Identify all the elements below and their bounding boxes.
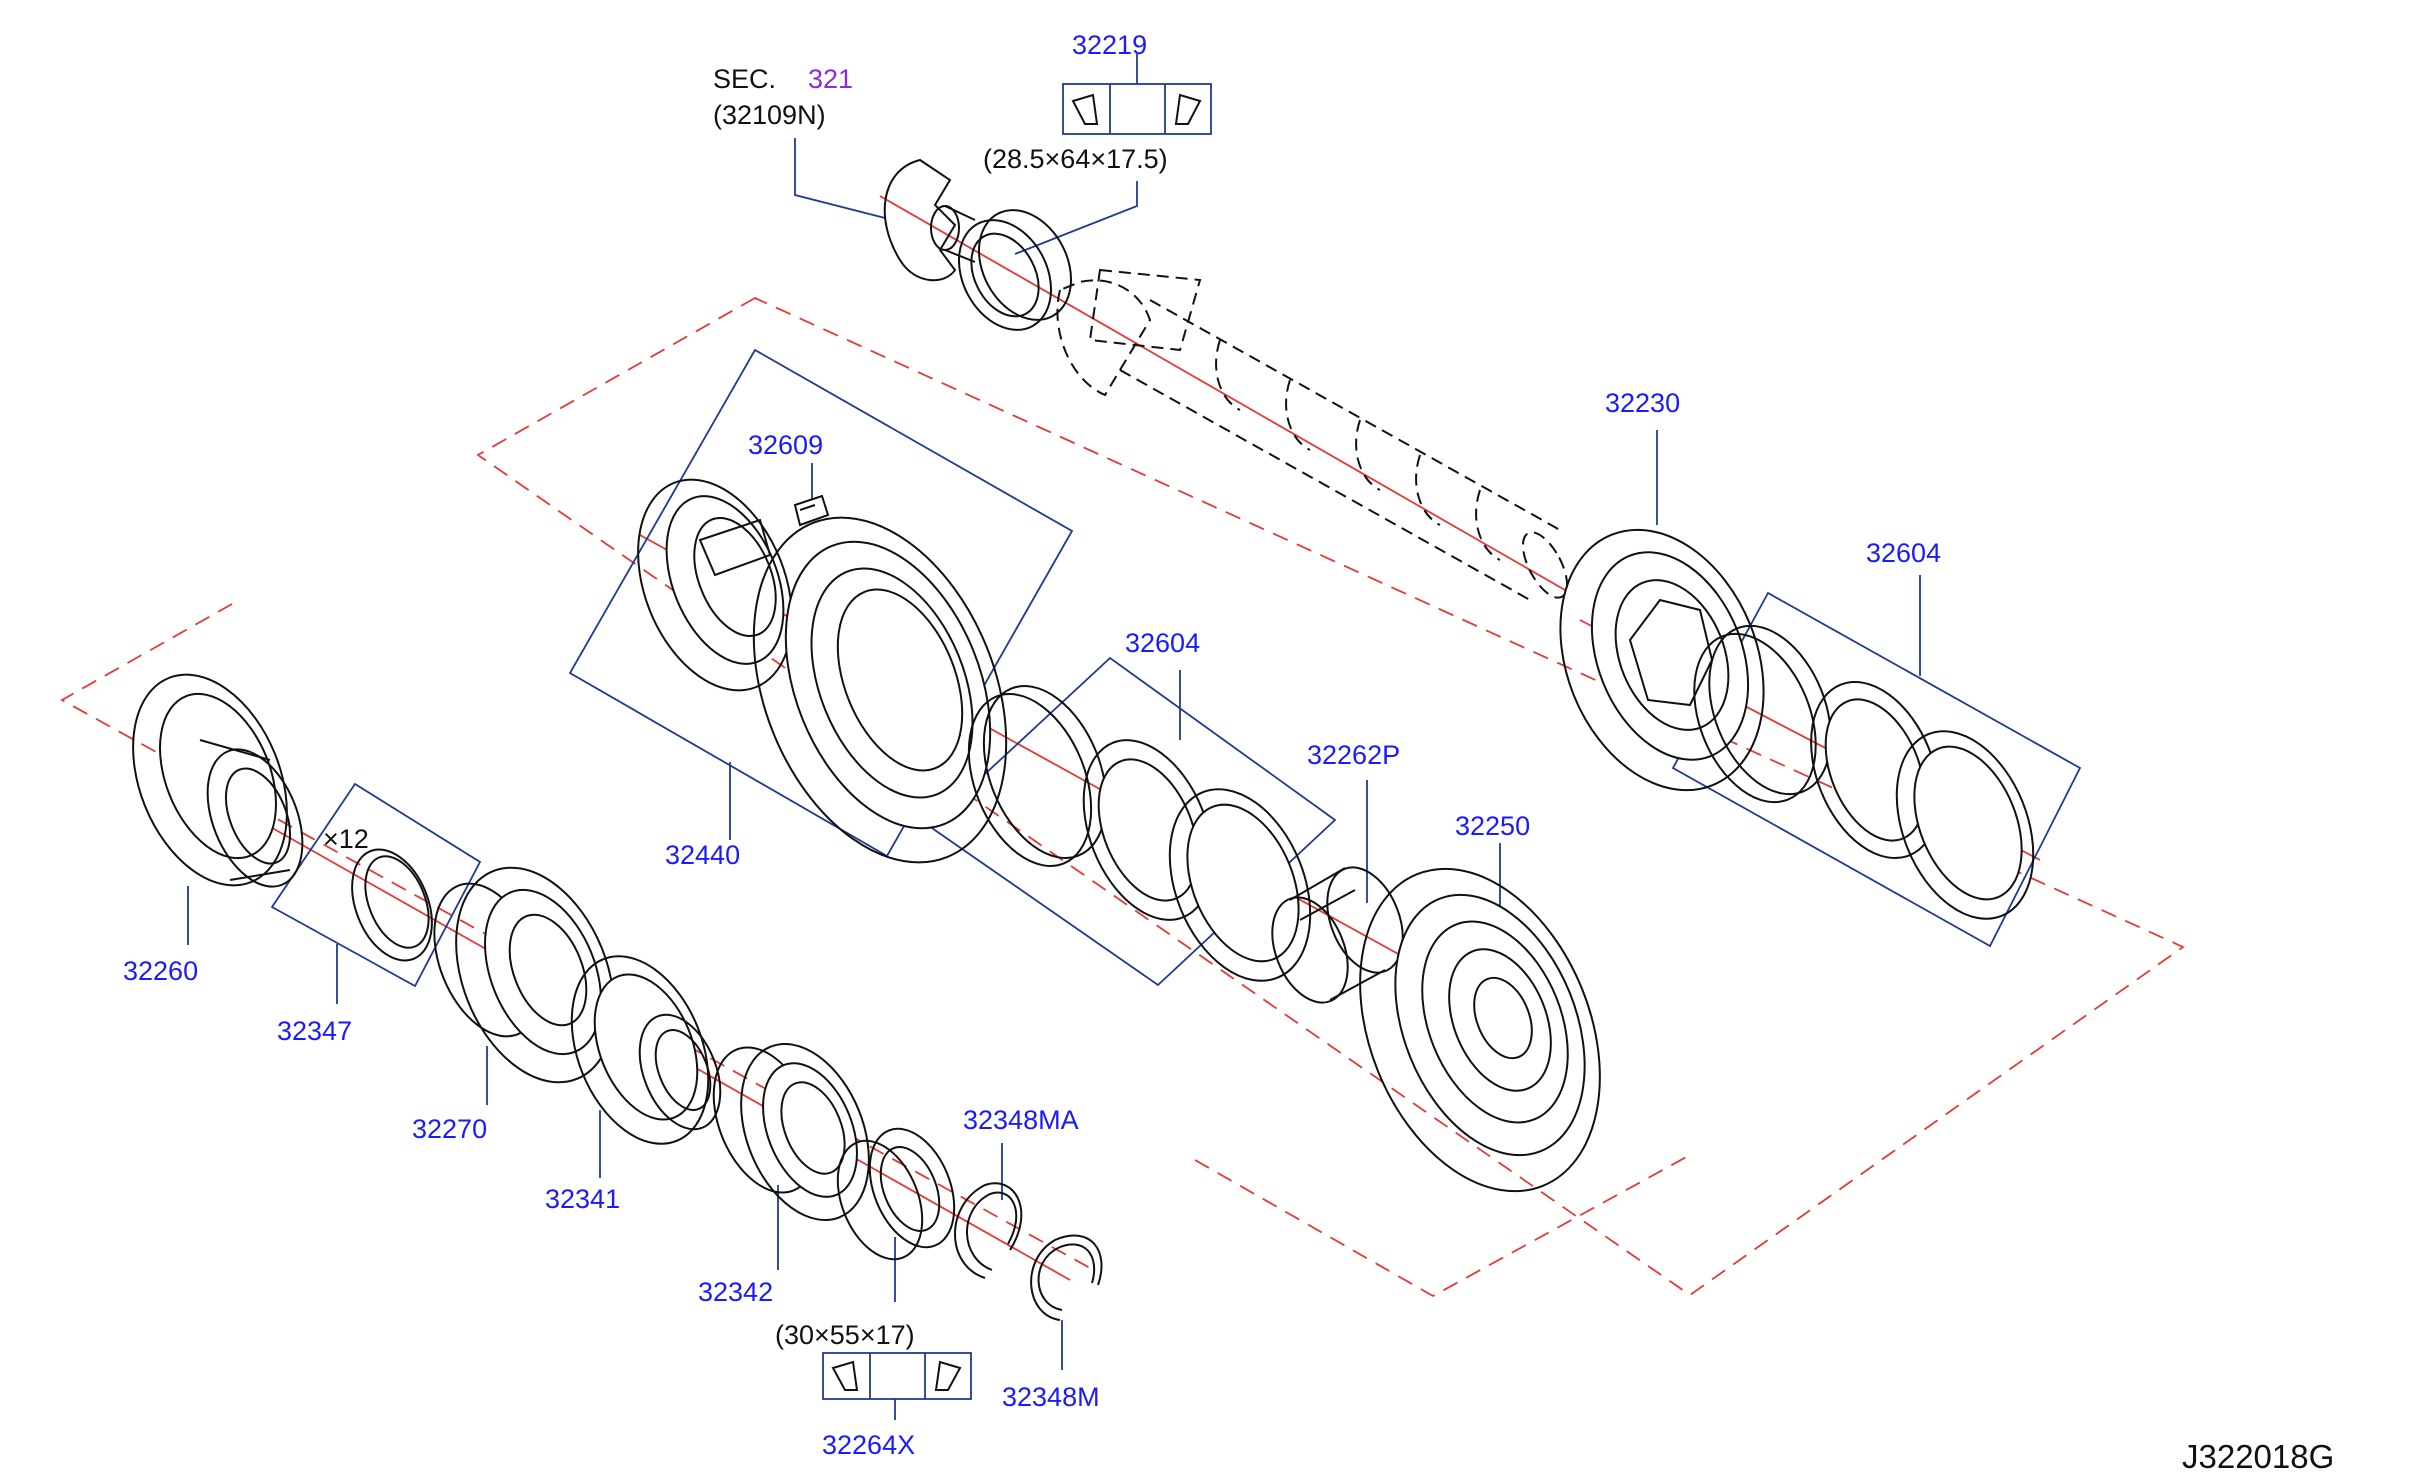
label-32440[interactable]: 32440 [665, 840, 741, 870]
label-32347[interactable]: 32347 [277, 1016, 353, 1046]
gear-32342 [712, 1042, 870, 1222]
gear-32250 [1359, 867, 1601, 1193]
shim-32347 [351, 848, 433, 962]
snap-ring-32348MA [954, 1182, 1023, 1279]
main-shaft [1056, 268, 1569, 601]
group-box-32604-mid [927, 656, 1337, 987]
label-32604-right[interactable]: 32604 [1866, 538, 1942, 568]
bearing-32264X [836, 1127, 956, 1261]
section-ref-number[interactable]: 321 [808, 64, 854, 94]
label-32260[interactable]: 32260 [123, 956, 199, 986]
lower-assembly-boundary [1194, 1154, 1691, 1298]
leader-lines [187, 54, 1921, 1420]
section-ref-part: (32109N) [713, 100, 826, 130]
gear-32260 [132, 673, 304, 888]
label-32219[interactable]: 32219 [1072, 30, 1148, 60]
taper-icon-right-top [1174, 93, 1202, 125]
insert-32609 [793, 494, 830, 527]
diagram-code: J322018G [2182, 1438, 2335, 1475]
gear-32341 [570, 955, 722, 1145]
label-32348MA[interactable]: 32348MA [963, 1105, 1079, 1135]
label-32270[interactable]: 32270 [412, 1114, 488, 1144]
bearing-symbol-box-bottom [822, 1352, 972, 1400]
bearing-symbol-box-top [1062, 83, 1212, 135]
snap-ring-32348M [1030, 1234, 1103, 1321]
ring-gear-32440 [752, 516, 1008, 864]
taper-icon-left-bottom [831, 1360, 859, 1391]
label-32604-mid[interactable]: 32604 [1125, 628, 1201, 658]
label-32264X[interactable]: 32264X [822, 1430, 916, 1460]
needle-bearing-32262P [1271, 866, 1404, 1004]
taper-icon-left-top [1071, 93, 1099, 125]
dimension-32264X: (30×55×17) [775, 1320, 915, 1350]
label-32609[interactable]: 32609 [748, 430, 824, 460]
synchro-set-right [1693, 624, 2035, 920]
section-ref-prefix: SEC. [713, 64, 777, 94]
synchro-set-mid [967, 685, 1312, 982]
label-32342[interactable]: 32342 [698, 1277, 774, 1307]
label-32230[interactable]: 32230 [1605, 388, 1681, 418]
label-32250[interactable]: 32250 [1455, 811, 1531, 841]
group-box-32347 [270, 782, 482, 988]
dimension-32219: (28.5×64×17.5) [983, 144, 1168, 174]
label-32341[interactable]: 32341 [545, 1184, 621, 1214]
label-32262P[interactable]: 32262P [1307, 740, 1401, 770]
shaft-axis-upper [879, 195, 1566, 591]
gear-32230 [1559, 528, 1765, 792]
shaft-retainer-plate [883, 158, 957, 282]
lower-assembly-boundary-top [60, 603, 1091, 1269]
label-32348M[interactable]: 32348M [1002, 1382, 1100, 1412]
bearing-32219-outer [957, 219, 1053, 331]
quantity-label: ×12 [323, 824, 369, 854]
taper-icon-right-bottom [934, 1360, 962, 1391]
